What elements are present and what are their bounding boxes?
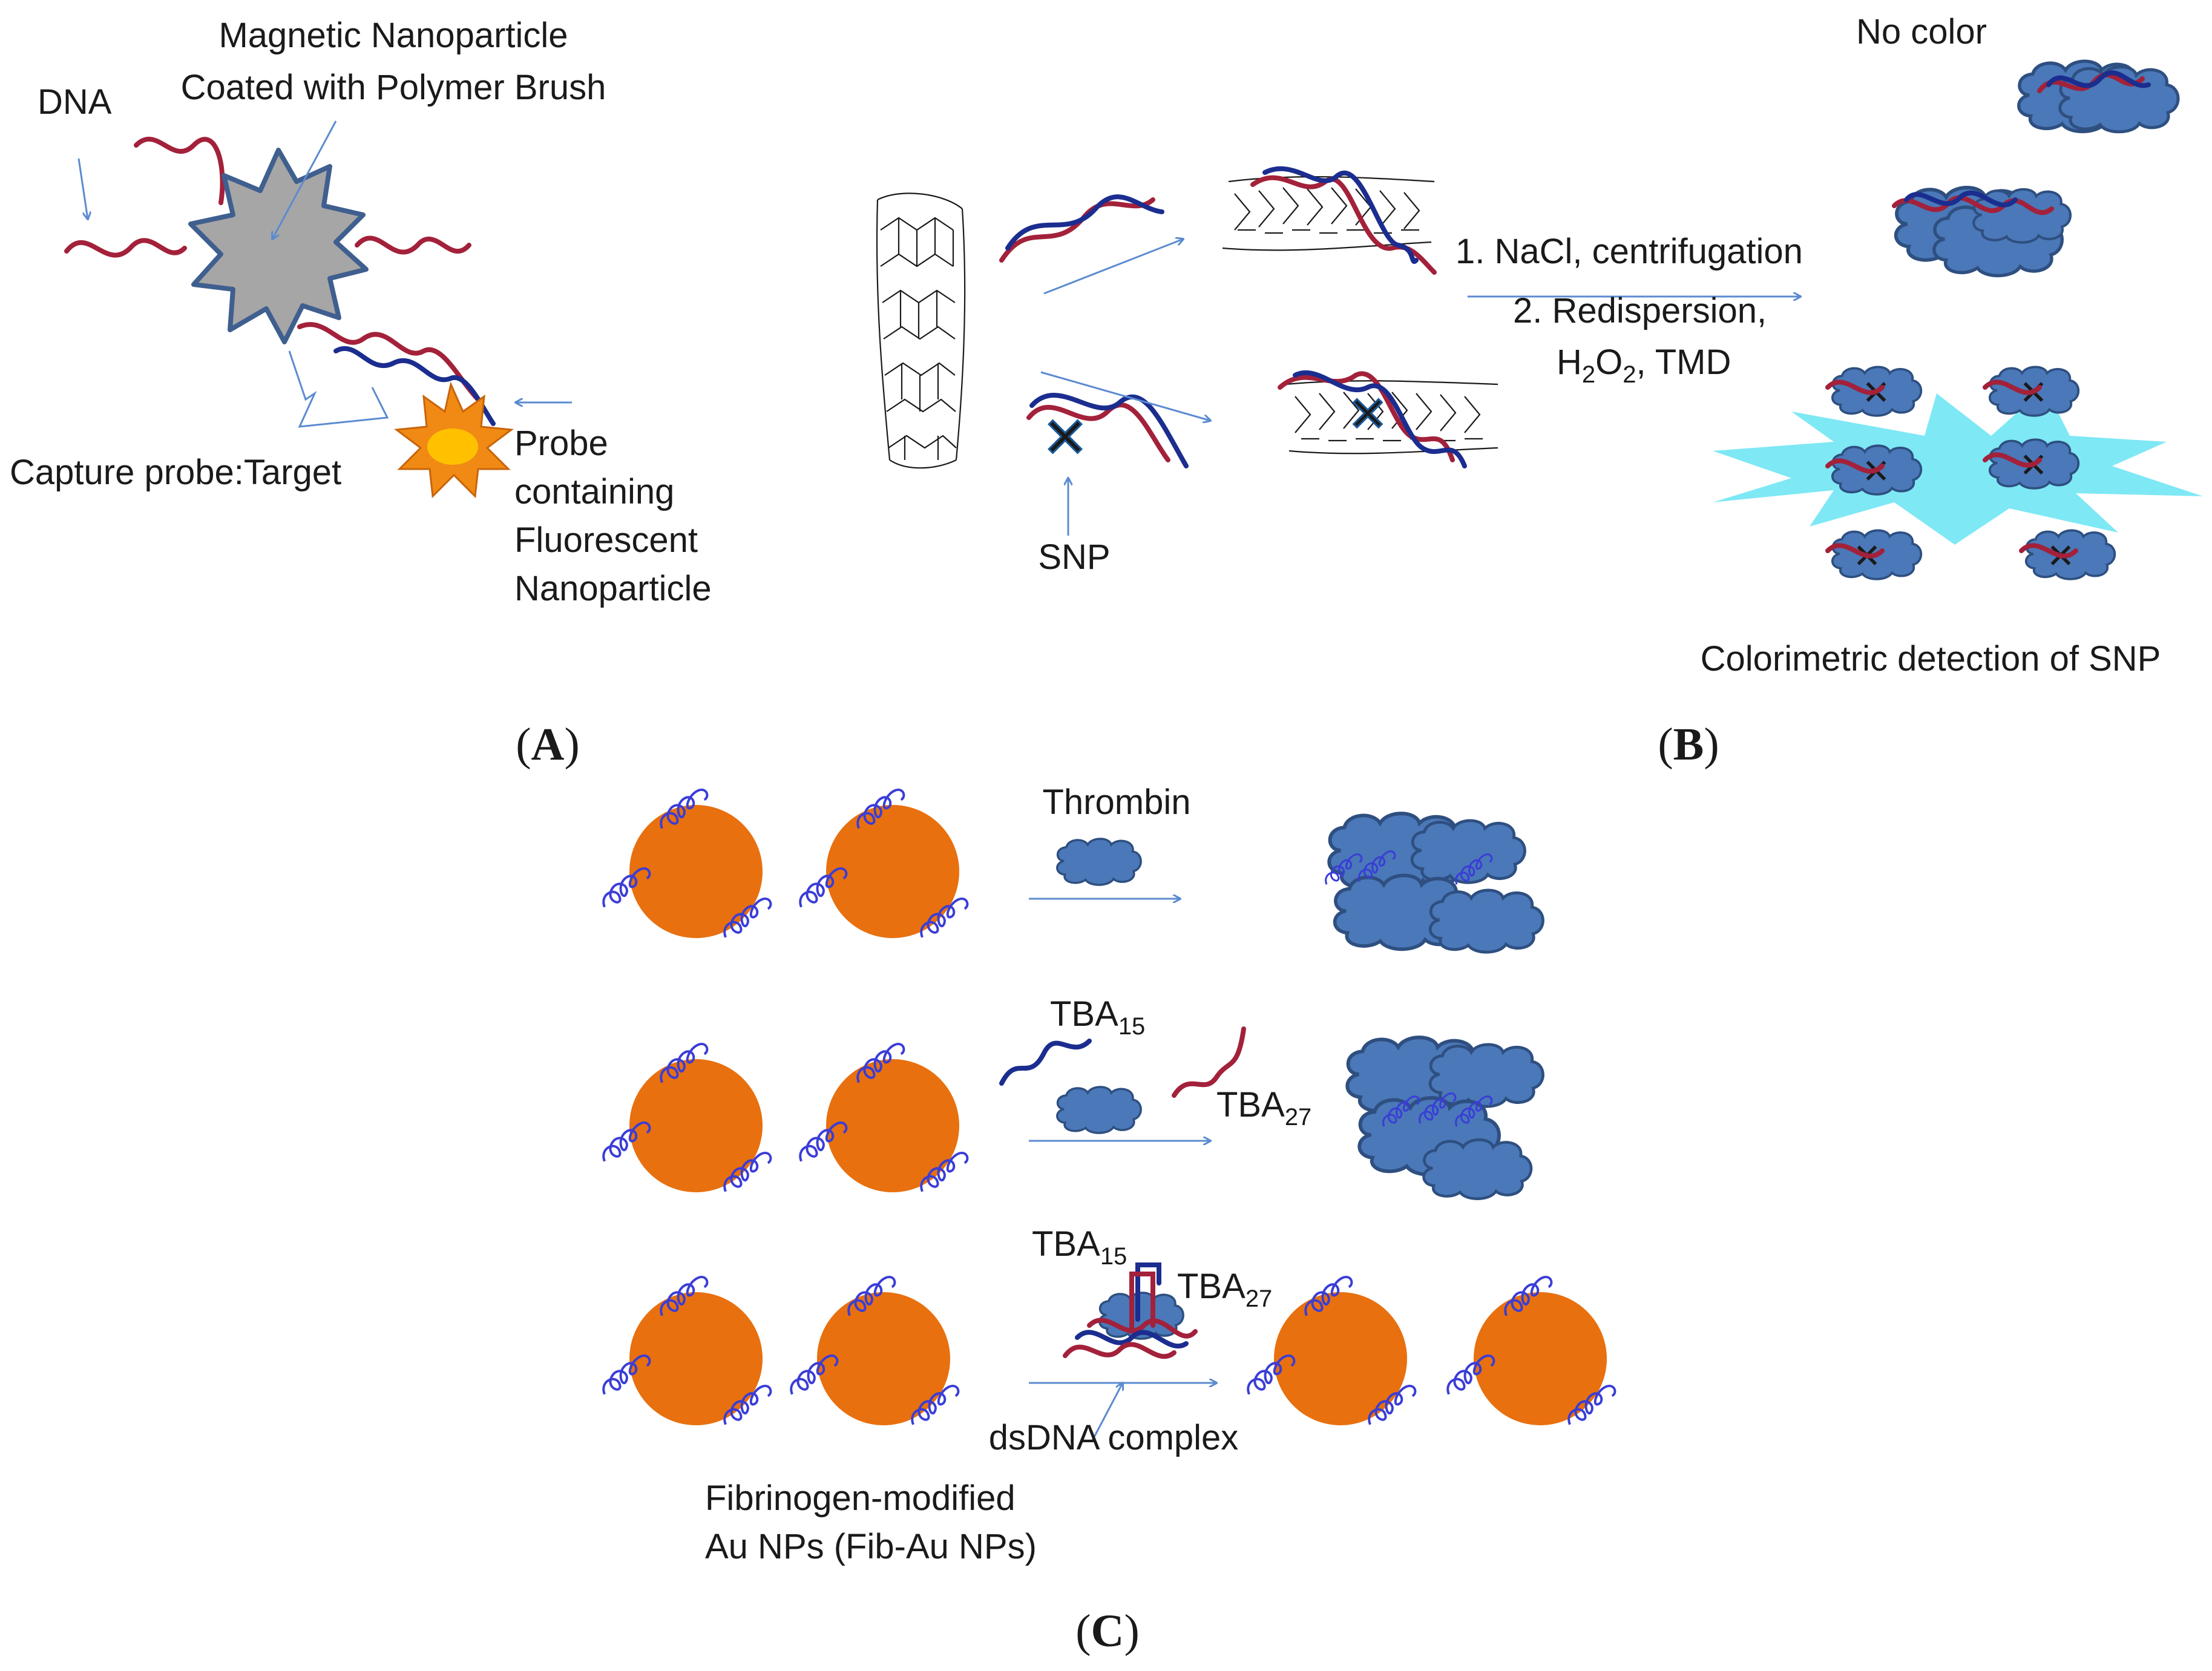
dna-strand-left (64, 238, 187, 258)
label-thrombin: Thrombin (1043, 783, 1191, 822)
tba15-strand (999, 1039, 1092, 1086)
dsdna-top-blue (1005, 194, 1164, 251)
fib-au-np-row1-left (602, 788, 772, 939)
label-tba15-row2: TBA15 (1050, 994, 1145, 1040)
panel-b: ✕ SNP ✕ 1. NaCl, centrifugation 2. Redis… (876, 12, 2203, 770)
bracket-capture (288, 350, 389, 428)
panel-c: Thrombin TBA15 TBA27 (602, 783, 1616, 1656)
dsdna-complex (1063, 1262, 1198, 1359)
label-step1: 1. NaCl, centrifugation (1456, 232, 1803, 271)
label-colorimetric: Colorimetric detection of SNP (1701, 639, 2161, 678)
arrow-dsdna (1091, 1383, 1123, 1441)
aggregates-with-snp: ✕ ✕ ✕ ✕ ✕ ✕ (1825, 367, 2115, 579)
panel-a: DNA Magnetic Nanoparticle Coated with Po… (10, 16, 712, 770)
target-strand (333, 346, 496, 426)
tba27-strand (1172, 1026, 1246, 1098)
arrow-dna (77, 158, 88, 219)
arrow-bind-bottom (1040, 371, 1210, 421)
fib-au-np-row3-result-right (1446, 1275, 1616, 1426)
label-snp: SNP (1038, 537, 1110, 577)
panel-label-b: (B) (1658, 719, 1719, 770)
dna-strand-top (134, 136, 225, 205)
cnt-dna-complex-top (1222, 166, 1437, 275)
label-magnetic-line2: Coated with Polymer Brush (181, 68, 606, 107)
label-tba27-row2: TBA27 (1216, 1085, 1311, 1131)
label-no-color: No color (1856, 12, 1987, 51)
label-probe-line4: Nanoparticle (514, 569, 712, 608)
aggregate-row1 (1325, 813, 1543, 952)
label-fib-line2: Au NPs (Fib-Au NPs) (705, 1527, 1037, 1566)
dsdna-snp-blue (1029, 393, 1189, 468)
label-tba15-row3: TBA15 (1032, 1224, 1127, 1270)
fib-au-np-row2-right (799, 1042, 969, 1193)
aggregate-no-color-2 (1892, 188, 2070, 275)
dsdna-snp-red (1026, 402, 1170, 462)
dna-strand-right (355, 235, 471, 255)
capture-probe-strand (297, 322, 481, 402)
arrow-bind-top (1043, 239, 1183, 295)
fib-au-np-row3-left (602, 1275, 772, 1426)
label-dna: DNA (38, 82, 112, 122)
label-magnetic-line1: Magnetic Nanoparticle (218, 16, 568, 55)
colorimetric-glow (1713, 387, 2203, 545)
label-probe-line2: containing (514, 472, 674, 511)
aggregate-row2 (1347, 1037, 1543, 1199)
aggregate-no-color-1 (2019, 61, 2178, 132)
thrombin-icon (1057, 839, 1141, 885)
panel-label-a: (A) (516, 719, 580, 770)
snp-mark-icon: ✕ (1042, 407, 1088, 469)
label-probe-line3: Fluorescent (514, 520, 698, 560)
label-step3: H2O2, TMD (1557, 343, 1731, 388)
fib-au-np-row3-result-left (1247, 1275, 1417, 1426)
panel-label-c: (C) (1075, 1606, 1140, 1656)
label-fib-line1: Fibrinogen-modified (705, 1479, 1016, 1518)
thrombin-row2 (1057, 1087, 1141, 1133)
fluorescent-nanoparticle (394, 381, 514, 499)
fib-au-np-row3-right (790, 1275, 960, 1426)
arrow-magnetic (272, 120, 337, 239)
fib-au-np-row1-right (799, 788, 969, 939)
magnetic-nanoparticle (188, 148, 369, 344)
fib-au-np-row2-left (602, 1042, 772, 1193)
label-probe-line1: Probe (514, 424, 608, 463)
label-capture: Capture probe:Target (10, 453, 341, 492)
label-dsdna: dsDNA complex (989, 1418, 1239, 1457)
svg-text:✕: ✕ (1347, 387, 1388, 441)
label-step2: 2. Redispersion, (1513, 291, 1767, 330)
label-tba27-row3: TBA27 (1177, 1267, 1272, 1312)
carbon-nanotube-vertical (876, 192, 966, 469)
cnt-dna-complex-snp: ✕ (1278, 370, 1498, 468)
